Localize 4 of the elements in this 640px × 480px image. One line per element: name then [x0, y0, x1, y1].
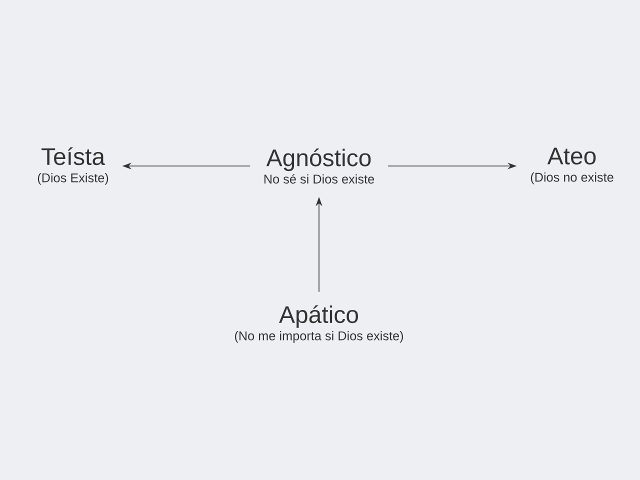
term-label: Agnóstico No sé si Dios existe: [264, 148, 374, 184]
term-label: Ateo (Dios no existe: [530, 148, 614, 184]
term-label: Apático (No me importa si Dios existe): [234, 305, 403, 343]
term-label: Teísta (Dios Existe): [38, 147, 108, 185]
